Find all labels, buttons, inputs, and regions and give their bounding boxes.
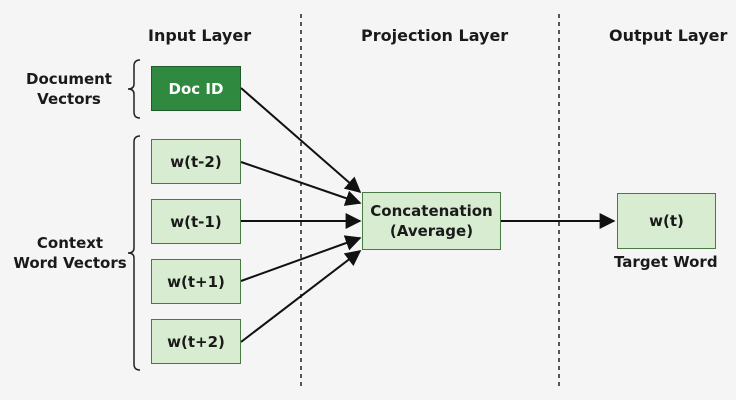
projection-label-line2: (Average) [389, 222, 474, 240]
projection-label-line1: Concatenation [370, 202, 493, 220]
context-word-box: w(t-1) [151, 199, 241, 244]
document-brace [127, 59, 141, 119]
context-word-vectors-label-line1: Context [36, 234, 104, 252]
context-brace [127, 135, 141, 371]
document-vectors-label: Document Vectors [14, 69, 124, 109]
context-word-box: w(t+2) [151, 319, 241, 364]
projection-box: Concatenation (Average) [362, 192, 501, 250]
arrow-w-t+1-to-projection [240, 235, 362, 282]
document-vectors-label-line1: Document [26, 70, 112, 88]
header-output-layer: Output Layer [609, 26, 728, 45]
output-word-box: w(t) [617, 193, 716, 249]
target-word-caption: Target Word [614, 253, 718, 271]
context-word-box: w(t+1) [151, 259, 241, 304]
document-vectors-label-line2: Vectors [37, 90, 101, 108]
context-word-box: w(t-2) [151, 139, 241, 184]
context-word-vectors-label-line2: Word Vectors [13, 254, 127, 272]
arrow-w-t+2-to-projection [240, 250, 362, 343]
arrow-docid-to-projection [240, 87, 362, 194]
header-input-layer: Input Layer [148, 26, 252, 45]
context-word-vectors-label: Context Word Vectors [8, 233, 132, 273]
doc-id-box: Doc ID [151, 66, 241, 111]
arrow-w-t-2-to-projection [240, 161, 362, 206]
header-projection-layer: Projection Layer [361, 26, 509, 45]
